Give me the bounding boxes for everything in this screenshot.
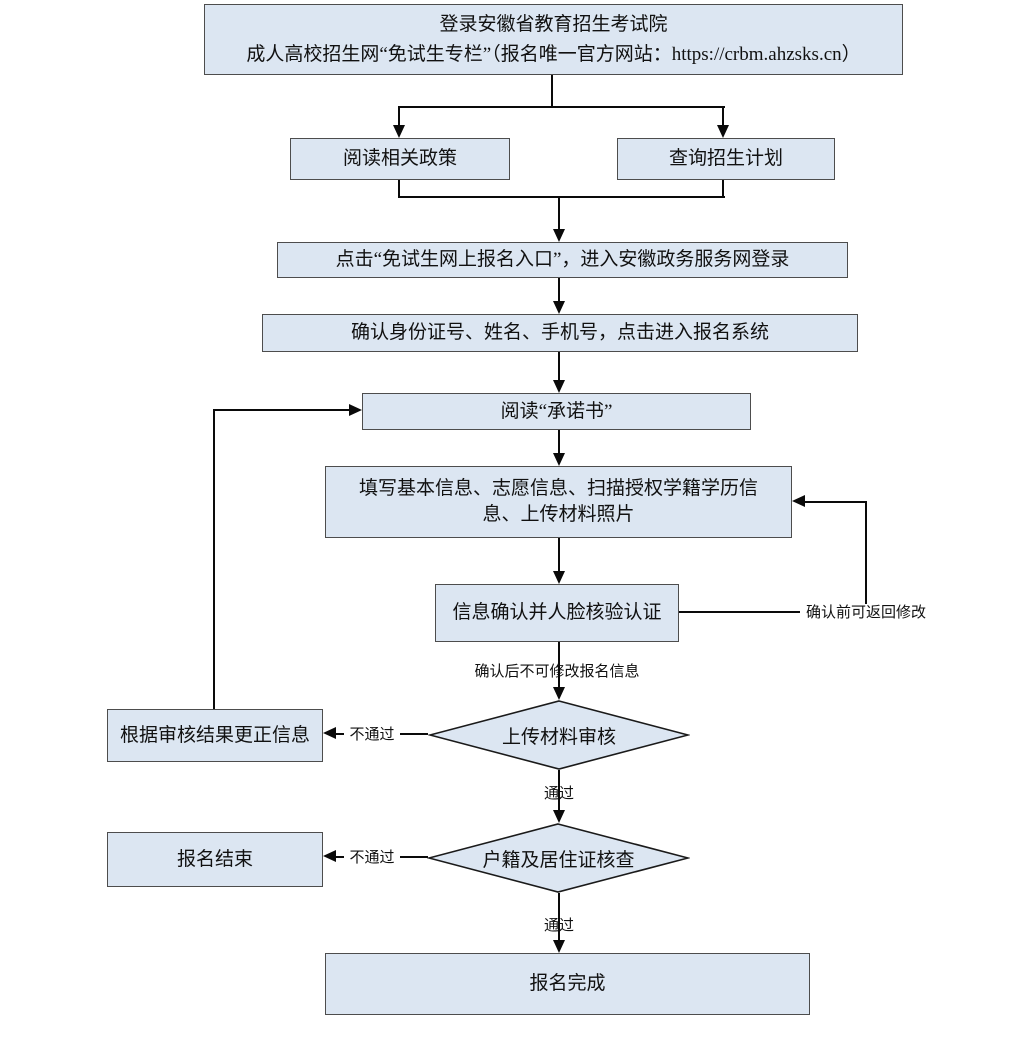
connector-merge-bar	[398, 196, 725, 198]
arrowhead-residence-check	[553, 810, 565, 823]
connector-policy-merge	[398, 180, 400, 198]
node-confirm-face: 信息确认并人脸核验认证	[435, 584, 679, 642]
arrowhead-correct-info	[323, 727, 336, 739]
edge-label-residence-fail: 不通过	[344, 849, 400, 867]
node-fill-info: 填写基本信息、志愿信息、扫描授权学籍学历信息、上传材料照片	[325, 466, 792, 538]
arrowhead-recommitment	[349, 404, 362, 416]
node-registration-end: 报名结束	[107, 832, 323, 887]
arrowhead-registration-end	[323, 850, 336, 862]
connector-to-read-policy	[398, 108, 400, 126]
decision-residence-check-label: 户籍及居住证核查	[482, 849, 635, 871]
connector-correct-up	[213, 410, 215, 709]
edge-label-review-fail: 不通过	[344, 726, 400, 744]
connector-face-return-in	[805, 501, 867, 503]
connector-plan-merge	[722, 180, 724, 198]
connector-face-review	[558, 642, 560, 688]
node-login-portal-line1: 登录安徽省教育招生考试院	[439, 13, 668, 35]
node-read-policy: 阅读相关政策	[290, 138, 510, 180]
arrowhead-material-review	[553, 687, 565, 700]
arrowhead-confirm-identity	[553, 301, 565, 314]
arrowhead-return-fill-info	[792, 495, 805, 507]
edge-label-review-pass: 通过	[543, 786, 574, 802]
diamond-shape	[427, 823, 690, 893]
node-login-portal-line2: 成人高校招生网“免试生专栏”（报名唯一官方网站：https://crbm.ahz…	[246, 43, 861, 65]
connector-fill-face	[558, 538, 560, 572]
decision-material-review: 上传材料审核	[428, 700, 690, 770]
node-click-entry: 点击“免试生网上报名入口”，进入安徽政务服务网登录	[277, 242, 848, 278]
edge-label-residence-pass: 通过	[543, 918, 574, 934]
decision-material-review-label: 上传材料审核	[501, 726, 616, 748]
arrowhead-read-commitment	[553, 380, 565, 393]
diamond-shape	[428, 700, 690, 770]
connector-face-return-out	[679, 611, 867, 613]
arrowhead-click-entry	[553, 229, 565, 242]
node-login-portal: 登录安徽省教育招生考试院 成人高校招生网“免试生专栏”（报名唯一官方网站：htt…	[204, 4, 903, 75]
connector-correct-across	[213, 409, 350, 411]
connector-merge-trunk	[558, 196, 560, 230]
node-query-plan: 查询招生计划	[617, 138, 835, 180]
connector-identity-commitment	[558, 352, 560, 381]
connector-residence-pass	[558, 893, 560, 941]
node-read-commitment: 阅读“承诺书”	[362, 393, 751, 430]
node-confirm-identity: 确认身份证号、姓名、手机号，点击进入报名系统	[262, 314, 858, 352]
arrowhead-fill-info	[553, 453, 565, 466]
node-correct-info: 根据审核结果更正信息	[107, 709, 323, 762]
arrowhead-confirm-face	[553, 571, 565, 584]
connector-commitment-fill	[558, 430, 560, 454]
connector-review-pass	[558, 770, 560, 811]
node-registration-complete: 报名完成	[325, 953, 810, 1015]
connector-to-query-plan	[722, 108, 724, 126]
connector-face-return-up	[865, 502, 867, 613]
connector-login-trunk	[551, 75, 553, 108]
connector-entry-identity	[558, 278, 560, 302]
decision-residence-check: 户籍及居住证核查	[427, 823, 690, 893]
arrowhead-registration-complete	[553, 940, 565, 953]
arrowhead-read-policy	[393, 125, 405, 138]
edge-label-before-confirm: 确认前可返回修改	[800, 604, 932, 622]
edge-label-after-confirm: 确认后不可修改报名信息	[474, 664, 640, 680]
arrowhead-query-plan	[717, 125, 729, 138]
connector-split-bar	[398, 106, 725, 108]
